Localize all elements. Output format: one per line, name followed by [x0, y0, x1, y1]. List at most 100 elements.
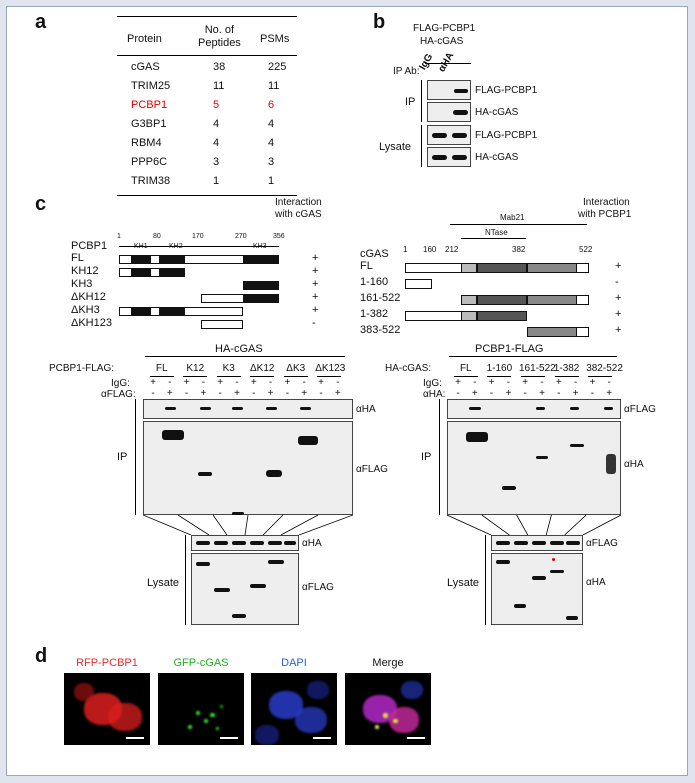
table-cell-peptides: 3	[213, 156, 220, 168]
sign-ab: +	[471, 388, 478, 399]
table-cell-protein: TRIM25	[131, 80, 171, 92]
ntase-label: NTase	[485, 228, 508, 237]
b-ip-blot-flag	[427, 80, 471, 100]
construct-result: +	[615, 324, 622, 336]
construct-segment	[131, 268, 151, 277]
pcbp1-label: PCBP1	[71, 240, 108, 252]
blot-band	[550, 541, 564, 545]
blot-band	[268, 541, 282, 545]
sign-igg: +	[589, 377, 596, 388]
lane-label: 1-160	[486, 363, 513, 374]
micrograph-signal	[108, 703, 142, 731]
construct-result: +	[615, 292, 622, 304]
construct-name: FL	[71, 252, 84, 264]
pcbp1-pos-80: 80	[153, 233, 161, 240]
table-cell-protein: PCBP1	[131, 99, 168, 111]
sign-igg: +	[217, 377, 224, 388]
construct-name: ΔKH3	[71, 304, 100, 316]
lane-label: 382-522	[586, 363, 623, 374]
blot-band	[232, 512, 244, 515]
construct-segment	[159, 307, 185, 316]
micrograph-signal	[393, 719, 398, 723]
construct-result: -	[312, 317, 316, 329]
blot-band	[232, 614, 246, 618]
sign-ab: -	[319, 388, 323, 399]
lane-underline	[317, 376, 342, 377]
sign-ab: +	[572, 388, 579, 399]
cgas-pos-160: 160	[423, 245, 437, 254]
construct-result: +	[312, 252, 319, 264]
left-lysate-ab-aha: αHA	[302, 538, 322, 549]
micrograph-label: Merge	[372, 657, 404, 669]
b-lysate-blot-ha	[427, 147, 471, 167]
sign-ab: -	[523, 388, 527, 399]
col-header-psms: PSMs	[260, 33, 290, 45]
table-cell-peptides: 11	[213, 80, 225, 92]
scale-bar	[126, 737, 144, 739]
sign-igg: -	[235, 377, 239, 388]
right-lane-connectors	[447, 515, 621, 535]
construct-result: +	[615, 308, 622, 320]
pcbp1-pos-270: 270	[235, 233, 247, 240]
construct-segment	[243, 255, 279, 264]
blot-band	[162, 430, 184, 440]
blot-band	[232, 541, 246, 545]
table-cell-psms: 225	[268, 61, 287, 73]
lane-underline	[216, 376, 241, 377]
construct-segment	[243, 294, 279, 303]
right-lysate-blot-aha	[491, 553, 583, 625]
construct-segment	[527, 263, 577, 273]
blot-band	[496, 560, 510, 564]
lane-connector	[143, 515, 192, 535]
kh2-label: KH2	[169, 243, 183, 250]
construct-segment	[477, 263, 527, 273]
sign-ab: -	[151, 388, 155, 399]
lane-connector	[481, 515, 510, 535]
lane-label: FL	[459, 363, 472, 374]
cgas-pos-212: 212	[445, 245, 459, 254]
blot-band	[532, 576, 546, 580]
kh3-label: KH3	[253, 243, 267, 250]
right-lysate-ab-aha: αHA	[586, 577, 606, 588]
pcbp1-pos-170: 170	[192, 233, 204, 240]
construct-result: +	[312, 265, 319, 277]
micrograph-panel	[251, 673, 337, 745]
right-lysate-ab-aflag: αFLAG	[586, 538, 618, 549]
lane-connector	[582, 515, 621, 535]
panel-label-c: c	[35, 193, 47, 215]
sign-ab: +	[200, 388, 207, 399]
pcbp1-pos-356: 356	[273, 233, 285, 240]
micrograph-signal	[307, 681, 329, 699]
sign-ab: -	[285, 388, 290, 399]
table-cell-protein: cGAS	[131, 61, 160, 73]
blot-band	[196, 562, 210, 566]
b-ip-label: IP	[405, 96, 416, 108]
micrograph-signal	[216, 727, 219, 730]
panel-label-d: d	[35, 645, 48, 667]
lane-underline	[487, 376, 512, 377]
cgas-pos-382: 382	[512, 245, 526, 254]
b-row-flag-pcbp1-ip: FLAG-PCBP1	[475, 85, 538, 96]
cgas-label: cGAS	[360, 248, 389, 260]
sign-igg: -	[168, 377, 172, 388]
construct-name: 1-160	[360, 276, 389, 288]
panel-label-a: a	[35, 11, 47, 33]
construct-name: KH12	[71, 265, 99, 277]
b-lysate-label: Lysate	[379, 141, 412, 153]
left-lysate-blot-aflag	[191, 553, 299, 625]
sign-igg: +	[183, 377, 190, 388]
construct-result: +	[312, 291, 319, 303]
lane-label: ΔK3	[286, 363, 306, 374]
blot-band	[496, 541, 510, 545]
table-cell-peptides: 38	[213, 61, 226, 73]
table-cell-psms: 3	[268, 156, 275, 168]
micrograph-signal	[196, 711, 200, 715]
right-lysate-blot-aflag	[491, 535, 583, 551]
blot-band	[466, 432, 488, 442]
micrograph-signal	[255, 725, 279, 745]
blot-band	[514, 604, 526, 608]
b-ip-ab-label: IP Ab:	[393, 66, 420, 77]
micrograph-panel	[158, 673, 244, 745]
blot-band	[536, 456, 548, 459]
blot-band	[268, 560, 284, 564]
